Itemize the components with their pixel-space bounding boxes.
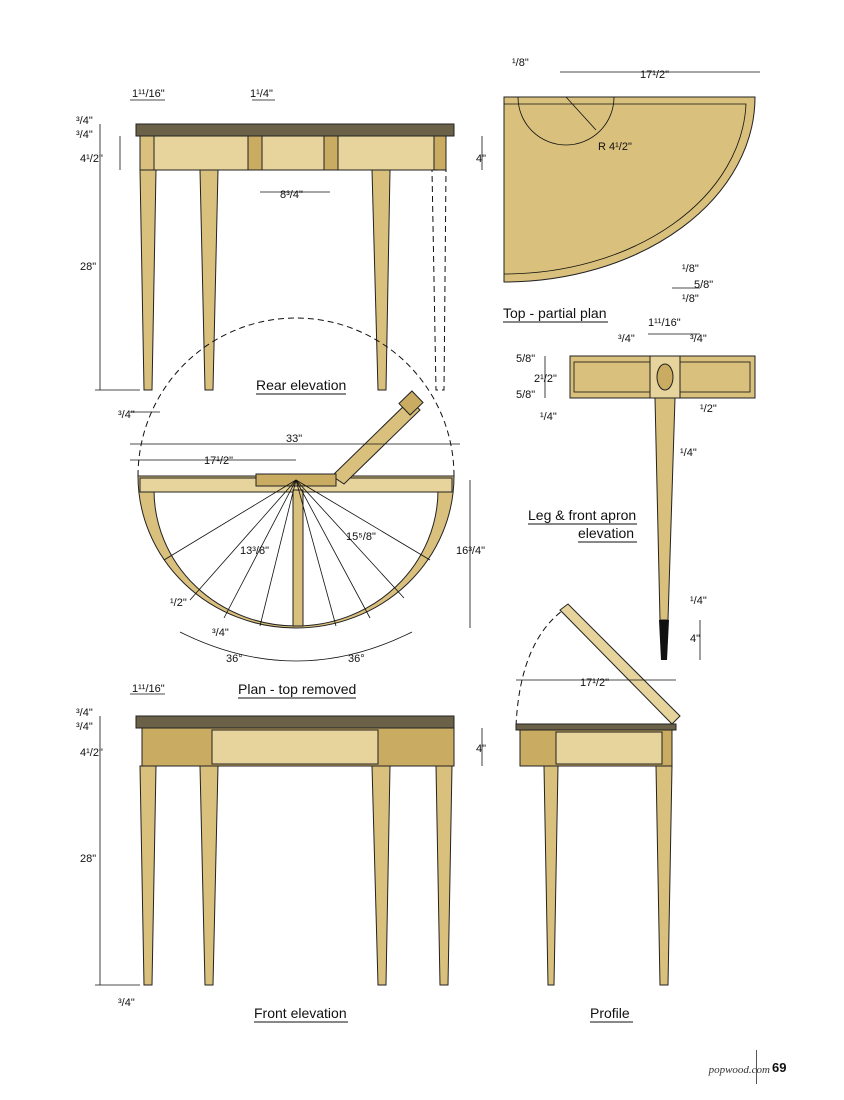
front-dim-3-4-leg: ³/4"	[118, 997, 135, 1009]
rear-dim-1-1-4: 1¹/4"	[250, 88, 273, 100]
top-dim-1-8-c: ¹/8"	[682, 293, 699, 305]
leg-cuff	[659, 620, 669, 660]
front-dim-4: 4"	[476, 743, 486, 755]
rear-leg-2	[199, 169, 219, 391]
leg-dim-1-2: ¹/2"	[700, 403, 717, 415]
profile-swing-arc	[515, 607, 567, 727]
leg-dim-1-4-c: ¹/4"	[690, 595, 707, 607]
profile-leg-back	[543, 765, 559, 986]
leg-apron-oval	[656, 363, 674, 391]
top-dim-5-8: 5/8"	[694, 279, 713, 291]
rear-leg-top-left	[139, 135, 155, 171]
leg-shaft	[654, 397, 676, 621]
top-dim-1-8-b: ¹/8"	[682, 263, 699, 275]
top-partial-plan: ¹/8" 17¹/2" R 4¹/2" ¹/8" 5/8" ¹/8" Top -…	[503, 57, 760, 323]
top-dim-1-8: ¹/8"	[512, 57, 529, 69]
top-dim-r-line	[565, 96, 597, 131]
leg-apron-label-2: elevation	[578, 525, 634, 541]
rear-dim-8-3-4: 8³/4"	[280, 189, 303, 201]
front-elevation-label: Front elevation	[254, 1005, 347, 1021]
leg-dim-5-8-a: 5/8"	[516, 353, 535, 365]
plan-radial-lines	[163, 479, 431, 627]
plan-dim-1-2: ¹/2"	[170, 597, 187, 609]
top-plan-shape	[503, 96, 756, 283]
leg-dim-3-4-r: ³/4"	[690, 333, 707, 345]
footer-site[interactable]: popwood.com	[708, 1064, 770, 1076]
rear-leg-3	[371, 169, 391, 391]
rear-apron-right	[337, 135, 437, 171]
plan-angle-arc	[179, 631, 413, 662]
front-tabletop	[135, 715, 455, 729]
leg-dim-1-4-a: ¹/4"	[540, 411, 557, 423]
plan-top-removed-label: Plan - top removed	[238, 681, 356, 697]
plan-dim-3-4: ³/4"	[212, 627, 229, 639]
top-dim-r: R 4¹/2"	[598, 141, 632, 153]
footer-separator	[756, 1050, 757, 1084]
front-apron-center	[211, 729, 379, 765]
rear-elevation-label: Rear elevation	[256, 377, 346, 393]
leg-dim-5-8-b: 5/8"	[516, 389, 535, 401]
rear-dim-4-1-2: 4¹/2"	[80, 153, 103, 165]
front-leg-4	[435, 765, 453, 986]
plan-dim-36-l: 36°	[226, 653, 243, 665]
rear-leg-left	[139, 169, 157, 391]
plan-dim-15-5-8: 15⁵/8"	[346, 531, 376, 543]
rear-leg-hidden	[431, 169, 447, 391]
front-elevation: 1¹¹/16" ³/4" ³/4" 4¹/2" 4" 28" ³/4" Fron…	[76, 683, 486, 1023]
plan-dim-13-3-8: 13³/8"	[240, 545, 269, 557]
leg-dim-4: 4"	[690, 633, 700, 645]
rear-apron-left	[153, 135, 249, 171]
plan-top-removed: 33" 17¹/2" 13³/8" 15⁵/8" 16³/4" ¹/2" ³/4…	[130, 317, 485, 699]
front-dim-3-4-b: ³/4"	[76, 721, 93, 733]
plan-swing-leg	[331, 399, 421, 485]
front-leg-2	[199, 765, 219, 986]
leg-dim-2-1-2: 2¹/2"	[534, 373, 557, 385]
front-dim-1-11-16: 1¹¹/16"	[132, 683, 165, 695]
rear-apron-center	[261, 135, 325, 171]
rear-dim-3-4-a: ³/4"	[76, 115, 93, 127]
rear-elevation: 1¹¹/16" 1¹/4" ³/4" ³/4" 4¹/2" 8³/4" 4" 2…	[76, 88, 486, 421]
rear-dim-4: 4"	[476, 153, 486, 165]
leg-apron-label-1: Leg & front apron	[528, 507, 636, 523]
profile-leg-front	[655, 765, 673, 986]
rear-dovetail-right	[323, 135, 339, 171]
profile-top	[515, 723, 677, 731]
plan-dim-36-r: 36°	[348, 653, 365, 665]
front-dim-3-4-a: ³/4"	[76, 707, 93, 719]
top-partial-plan-label: Top - partial plan	[503, 305, 607, 321]
leg-dim-3-4-l: ³/4"	[618, 333, 635, 345]
front-leg-1	[139, 765, 157, 986]
plan-dim-17-1-2: 17¹/2"	[204, 455, 233, 467]
rear-dovetail-end	[433, 135, 447, 171]
leg-dim-1-11-16: 1¹¹/16"	[648, 317, 681, 329]
front-dim-28: 28"	[80, 853, 96, 865]
profile-label: Profile	[590, 1005, 630, 1021]
top-plan-radius	[517, 96, 615, 146]
plan-dim-33: 33"	[286, 433, 302, 445]
rear-dim-28: 28"	[80, 261, 96, 273]
top-plan-inlay	[503, 103, 747, 275]
plan-swing-leg-end	[398, 390, 424, 416]
page-number: 69	[772, 1060, 787, 1075]
rear-dim-3-4-b: ³/4"	[76, 129, 93, 141]
front-leg-3	[371, 765, 391, 986]
front-dim-4-1-2: 4¹/2"	[80, 747, 103, 759]
top-dim-17-1-2: 17¹/2"	[640, 69, 669, 81]
plan-dim-16-3-4: 16³/4"	[456, 545, 485, 557]
plan-center-brace	[292, 489, 304, 627]
profile: 17¹/2" Profile	[515, 603, 681, 1023]
rear-dovetail-left	[247, 135, 263, 171]
profile-dim-17-1-2: 17¹/2"	[580, 677, 609, 689]
rear-dim-3-4-leg: ³/4"	[118, 409, 135, 421]
profile-raised-leaf	[559, 603, 681, 725]
profile-apron-face	[555, 731, 663, 765]
rear-dim-1-11-16: 1¹¹/16"	[132, 88, 165, 100]
leg-dim-1-4-b: ¹/4"	[680, 447, 697, 459]
leg-apron-elevation: 1¹¹/16" ³/4" ³/4" 5/8" 2¹/2" 5/8" ¹/4" ¹…	[516, 317, 756, 660]
plan-swing-arc	[137, 317, 455, 477]
rear-tabletop	[135, 123, 455, 137]
